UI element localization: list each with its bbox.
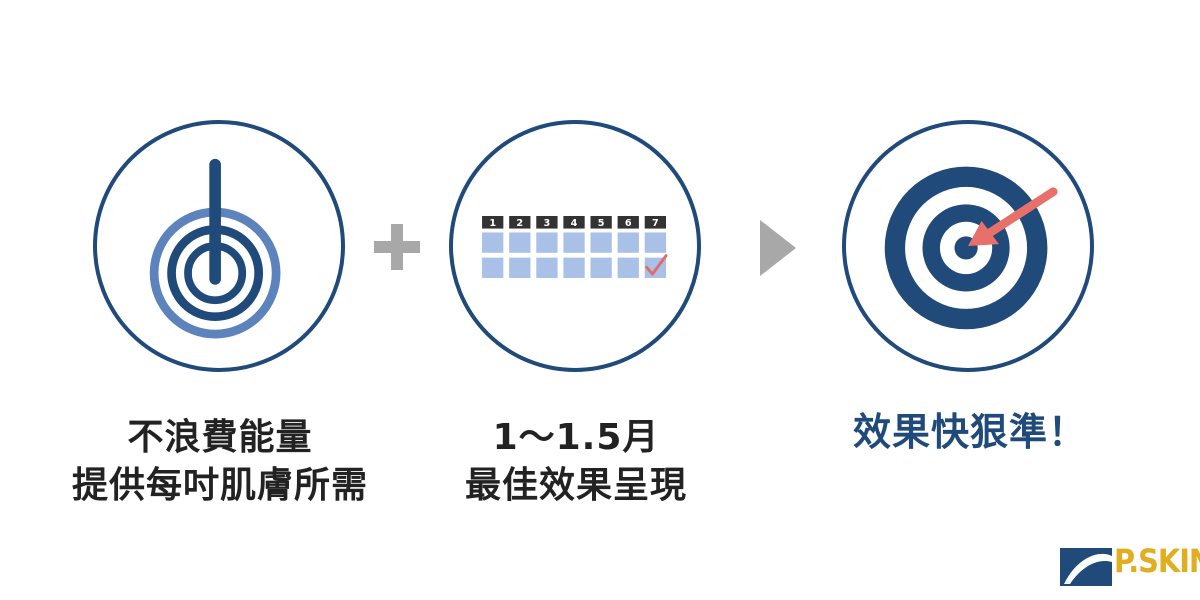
result-caption: 效果快狠準！ xyxy=(800,408,1140,456)
brand-logo-text: P.SKIN xyxy=(1114,542,1200,580)
play-triangle-icon xyxy=(758,216,798,280)
calendar-cell xyxy=(644,232,667,253)
brand-logo xyxy=(1060,546,1190,588)
result-caption-text: 效果快狠準！ xyxy=(852,410,1087,454)
calendar-cell xyxy=(563,257,585,278)
calendar-cell xyxy=(563,232,585,253)
step-2-caption-line-2: 最佳效果呈現 xyxy=(464,465,687,506)
calendar-day-number: 5 xyxy=(598,218,605,229)
step-1-caption-line-1: 不浪費能量 xyxy=(127,417,313,458)
step-2-caption: 1～1.5月 最佳效果呈現 xyxy=(406,414,746,510)
calendar-day-header xyxy=(617,215,639,229)
plus-icon xyxy=(370,220,424,274)
calendar-cell xyxy=(509,232,531,253)
power-rings-icon xyxy=(149,158,281,339)
calendar-day-number: 7 xyxy=(652,218,659,229)
calendar-day-header xyxy=(482,215,504,229)
step-1-circle xyxy=(93,120,345,372)
calendar-day-number: 6 xyxy=(625,218,632,229)
calendar-day-number: 4 xyxy=(571,218,578,229)
calendar-cell xyxy=(482,257,504,278)
calendar-day-number: 3 xyxy=(544,218,551,229)
step-2-circle: 1 2 3 4 5 6 7 xyxy=(449,120,701,372)
calendar-cell xyxy=(509,257,531,278)
calendar-cell xyxy=(590,257,612,278)
step-2-caption-line-1: 1～1.5月 xyxy=(492,417,660,458)
step-1-caption: 不浪費能量 提供每吋肌膚所需 xyxy=(50,414,390,510)
calendar-day-header xyxy=(563,215,585,229)
calendar-cell xyxy=(536,232,558,253)
check-mark-icon xyxy=(645,254,668,276)
calendar-cell xyxy=(482,232,504,253)
calendar-day-header xyxy=(536,215,558,229)
calendar-day-header xyxy=(590,215,612,229)
target-icon xyxy=(884,166,1058,330)
calendar-icon: 1 2 3 4 5 6 7 xyxy=(482,215,668,278)
calendar-day-header xyxy=(509,215,531,229)
calendar-cell xyxy=(536,257,558,278)
calendar-day-number: 2 xyxy=(516,218,523,229)
calendar-day-header xyxy=(644,215,667,229)
step-1-caption-line-2: 提供每吋肌膚所需 xyxy=(71,465,368,506)
calendar-cell xyxy=(617,232,639,253)
result-circle xyxy=(842,120,1094,372)
calendar-cell xyxy=(617,257,639,278)
calendar-cell xyxy=(590,232,612,253)
calendar-day-number: 1 xyxy=(489,218,496,229)
